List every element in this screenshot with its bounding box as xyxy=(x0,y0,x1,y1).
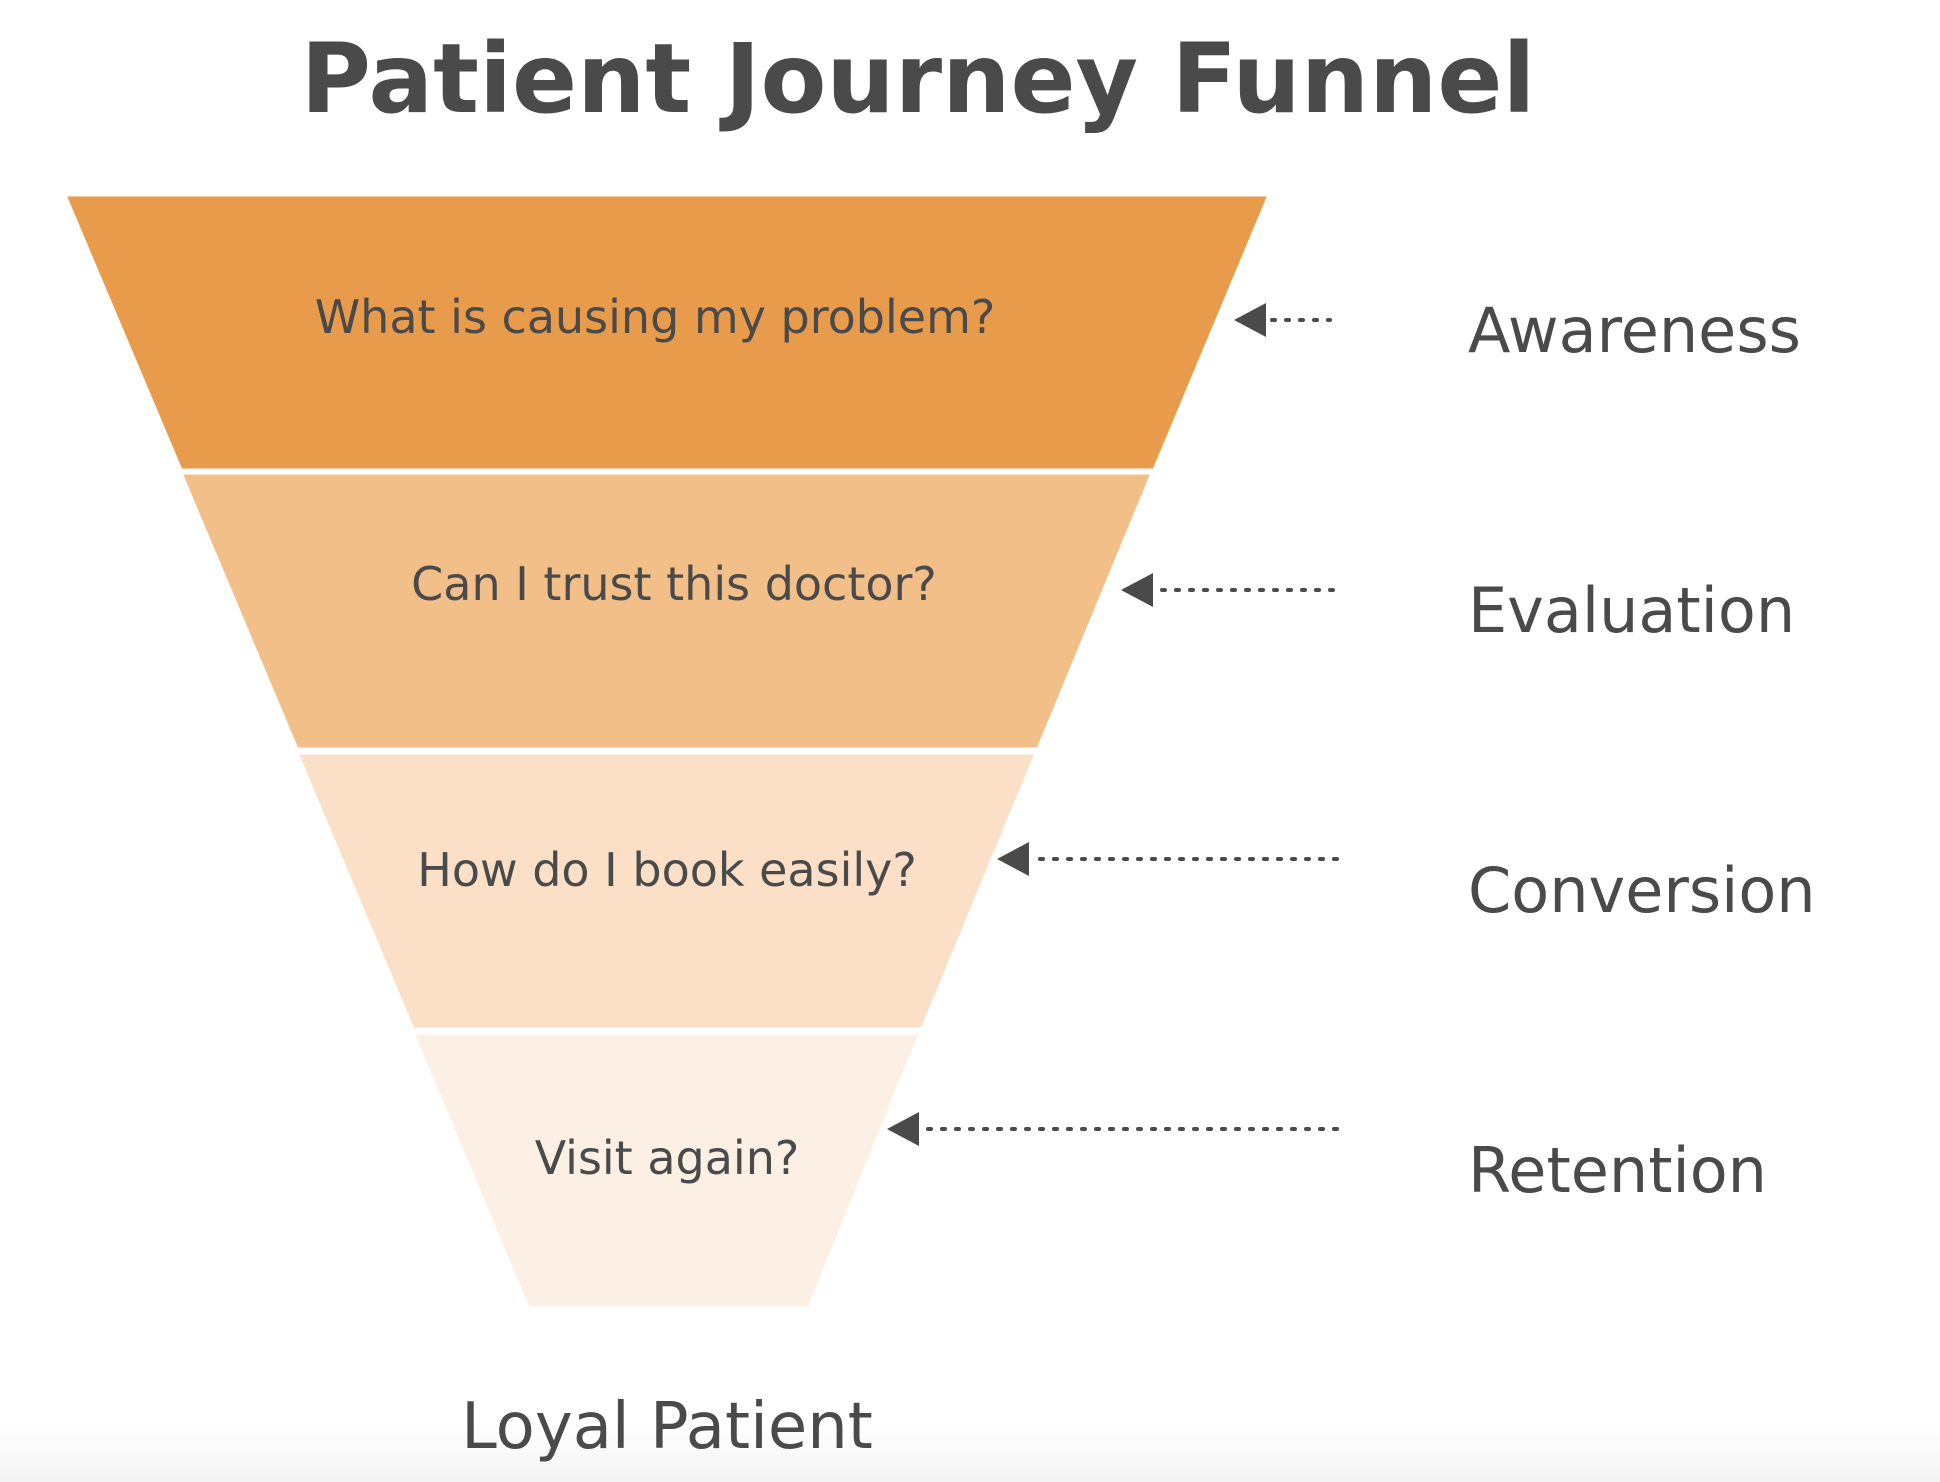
arrow-conversion xyxy=(997,842,1342,876)
funnel-questions: What is causing my problem? Can I trust … xyxy=(315,290,996,1185)
arrow-awareness-head xyxy=(1234,303,1266,337)
question-retention: Visit again? xyxy=(535,1131,800,1185)
stage-label-conversion: Conversion xyxy=(1468,854,1816,927)
funnel-segment-awareness xyxy=(62,193,1272,472)
stage-arrows xyxy=(887,303,1344,1146)
question-conversion: How do I book easily? xyxy=(417,843,917,897)
outcome-label: Loyal Patient xyxy=(461,1390,873,1464)
stage-label-evaluation: Evaluation xyxy=(1468,574,1795,647)
arrow-evaluation xyxy=(1121,573,1338,607)
arrow-retention xyxy=(887,1112,1344,1146)
arrow-retention-head xyxy=(887,1112,919,1146)
funnel-segments xyxy=(62,193,1272,1310)
question-awareness: What is causing my problem? xyxy=(315,290,996,344)
arrow-conversion-head xyxy=(997,842,1029,876)
stage-label-retention: Retention xyxy=(1468,1134,1767,1207)
arrow-evaluation-head xyxy=(1121,573,1153,607)
funnel-segment-retention xyxy=(410,1031,923,1310)
diagram-title: Patient Journey Funnel xyxy=(301,23,1536,135)
funnel-segment-conversion xyxy=(294,751,1039,1031)
stage-label-awareness: Awareness xyxy=(1468,294,1801,367)
arrow-awareness xyxy=(1234,303,1332,337)
stage-labels: Awareness Evaluation Conversion Retentio… xyxy=(1468,294,1816,1207)
question-evaluation: Can I trust this doctor? xyxy=(411,557,937,611)
funnel-segment-evaluation xyxy=(178,471,1155,751)
